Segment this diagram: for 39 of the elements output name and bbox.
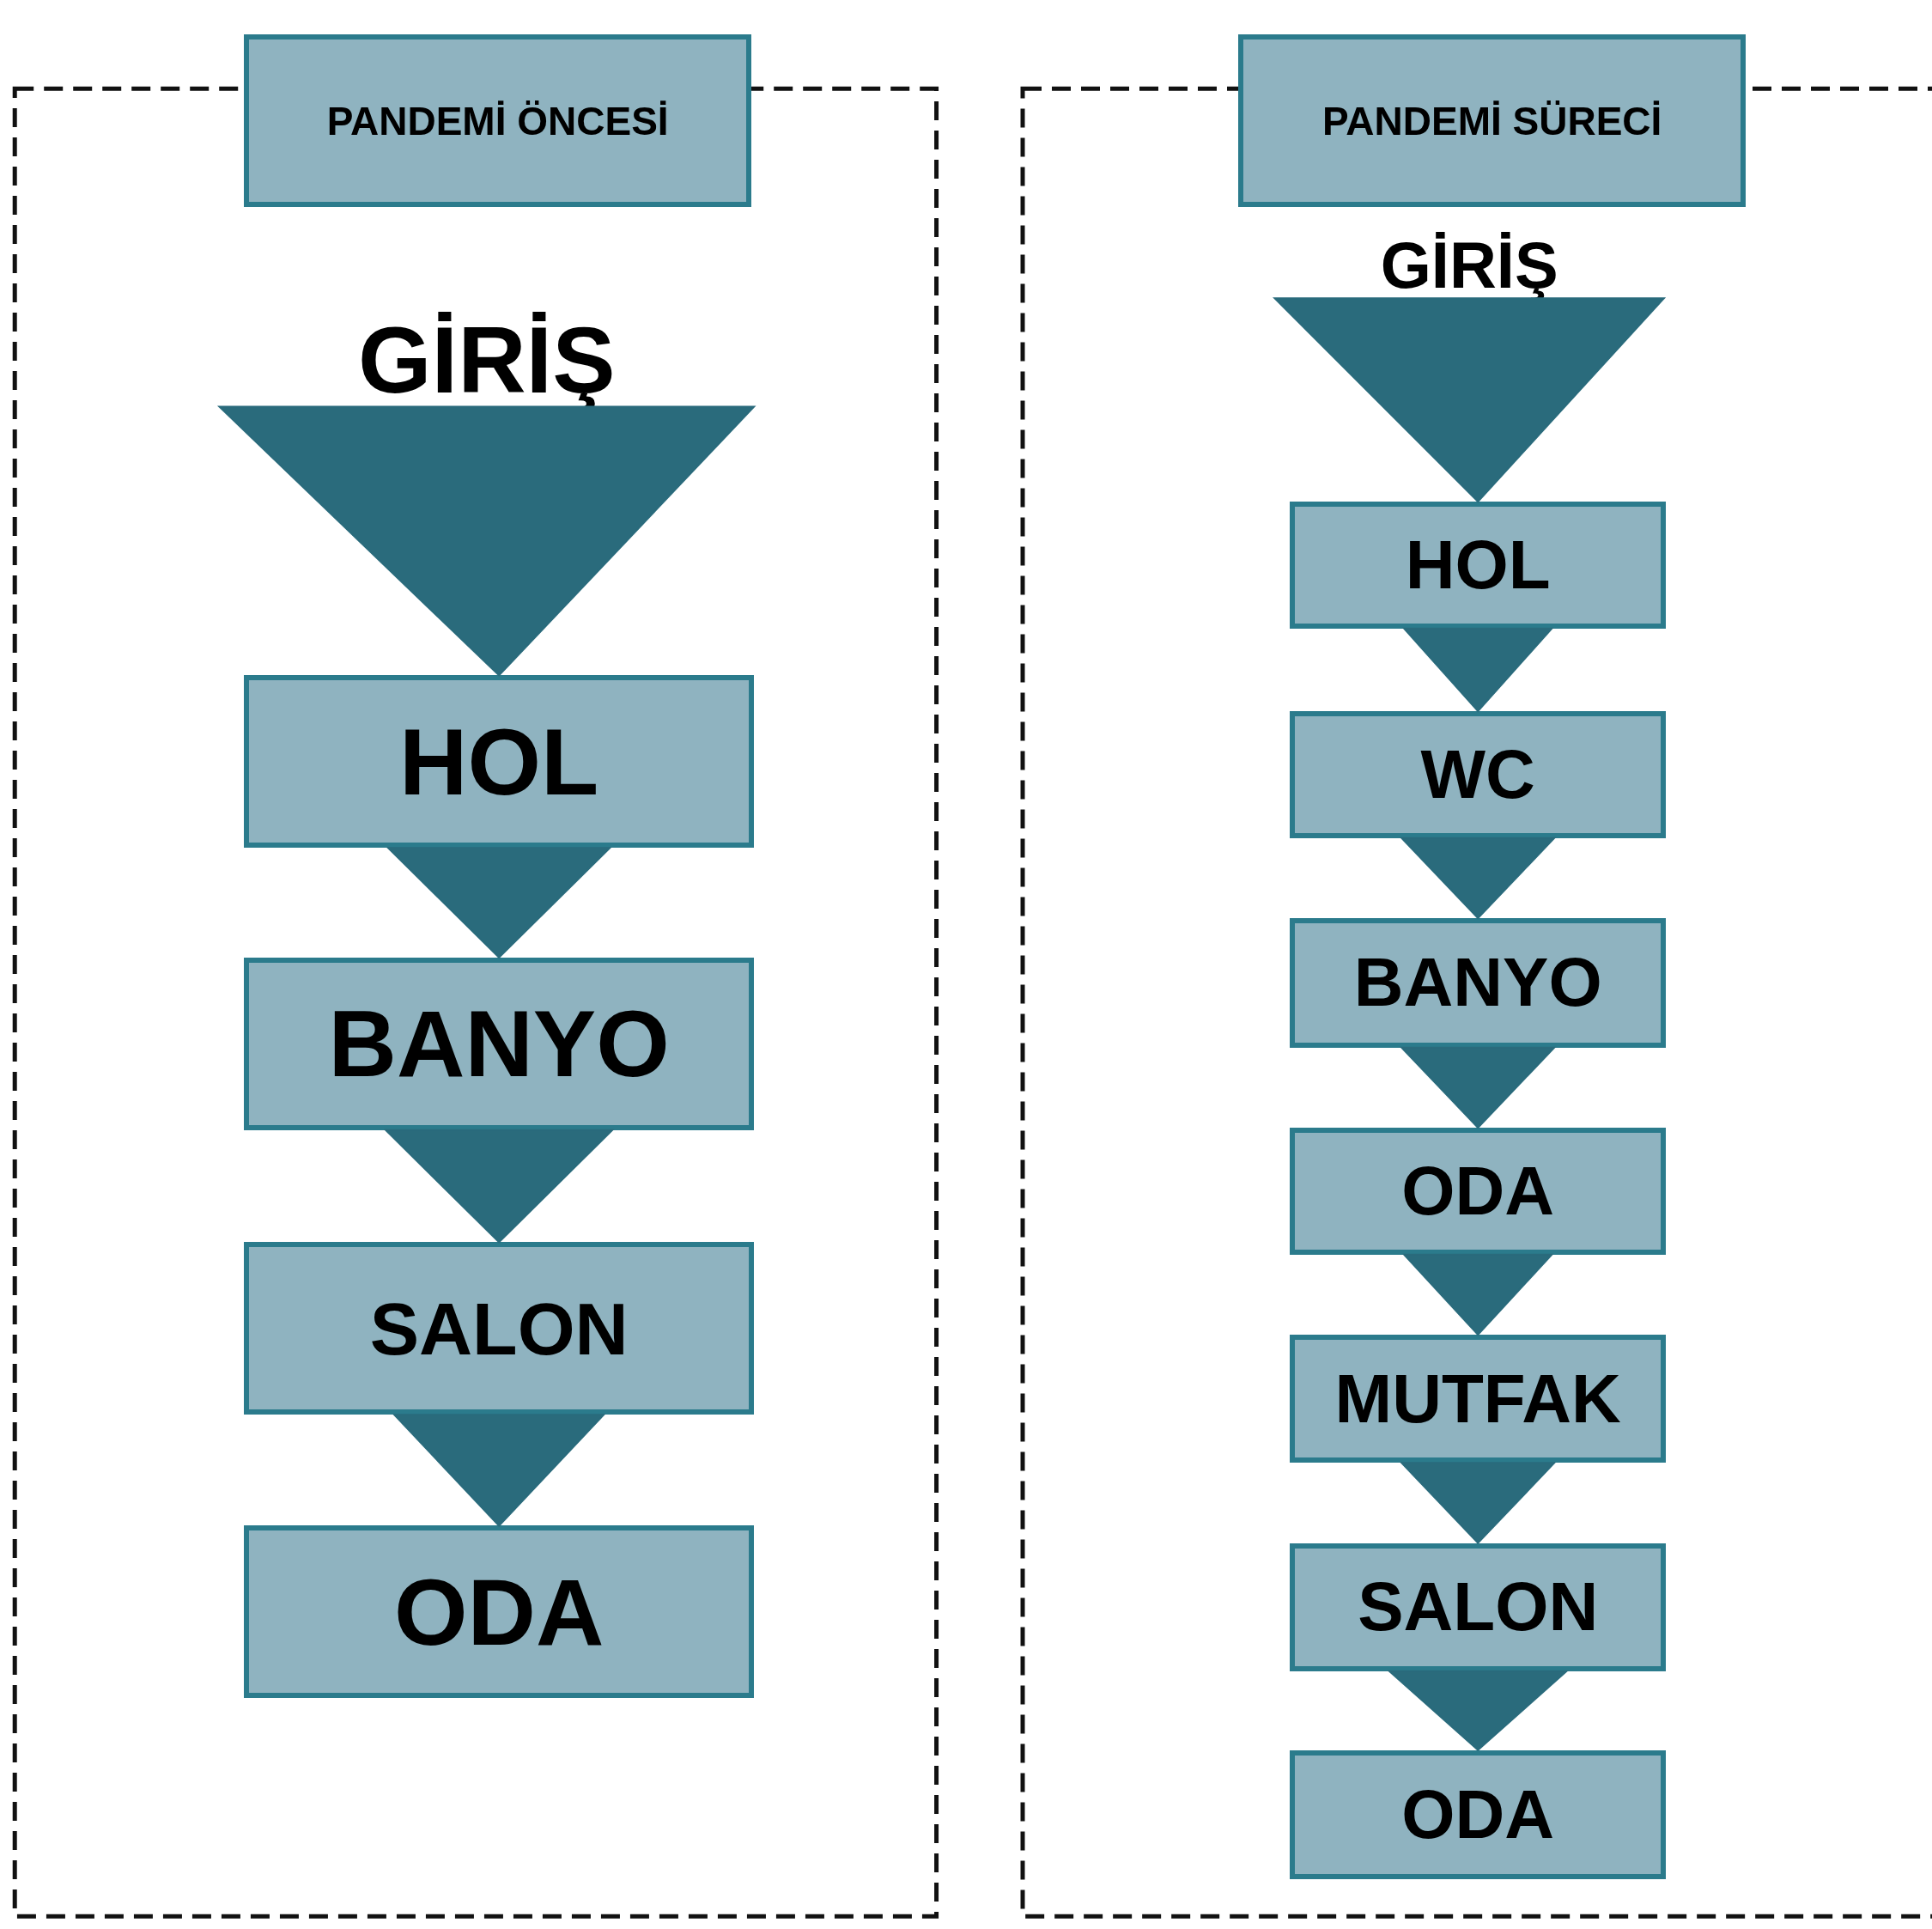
process-box (1290, 710, 1667, 838)
process-box (1290, 1335, 1667, 1463)
process-box (1290, 1543, 1667, 1671)
process-box (1290, 1127, 1667, 1255)
flow-arrow (392, 1414, 606, 1527)
flow-arrow (386, 847, 612, 959)
flow-arrow (1399, 1046, 1557, 1129)
flow-arrow (1401, 1253, 1554, 1336)
room-label: SALON (369, 1291, 629, 1366)
process-box (1290, 918, 1667, 1048)
room-label: BANYO (328, 996, 670, 1092)
panel-title: PANDEMİ SÜRECİ (1322, 100, 1662, 141)
flow-arrow (216, 405, 756, 677)
process-box (244, 957, 755, 1130)
room-label: BANYO (1353, 948, 1602, 1018)
process-box (1290, 1749, 1667, 1880)
room-label: ODA (1401, 1780, 1555, 1849)
flow-arrow (1401, 627, 1554, 713)
process-box (1290, 502, 1667, 629)
process-box (244, 1525, 755, 1699)
room-label: ODA (1401, 1156, 1555, 1226)
room-label: ODA (393, 1564, 605, 1659)
entrance-label: GİRİŞ (358, 312, 616, 407)
room-label: SALON (1358, 1573, 1599, 1642)
panel-title: PANDEMİ ÖNCESİ (326, 100, 669, 141)
title-box (1238, 34, 1747, 208)
room-label: MUTFAK (1334, 1364, 1621, 1433)
room-label: HOL (1405, 530, 1551, 599)
flow-arrow (383, 1129, 615, 1244)
room-label: WC (1420, 739, 1535, 809)
title-box (244, 34, 752, 208)
process-box (244, 675, 755, 849)
flow-arrow (1273, 297, 1667, 503)
flow-arrow (1399, 1462, 1557, 1544)
entrance-label: GİRİŞ (1380, 233, 1558, 299)
room-label: HOL (399, 714, 599, 809)
flow-arrow (1387, 1670, 1570, 1751)
process-box (244, 1242, 755, 1415)
flow-arrow (1399, 837, 1557, 920)
